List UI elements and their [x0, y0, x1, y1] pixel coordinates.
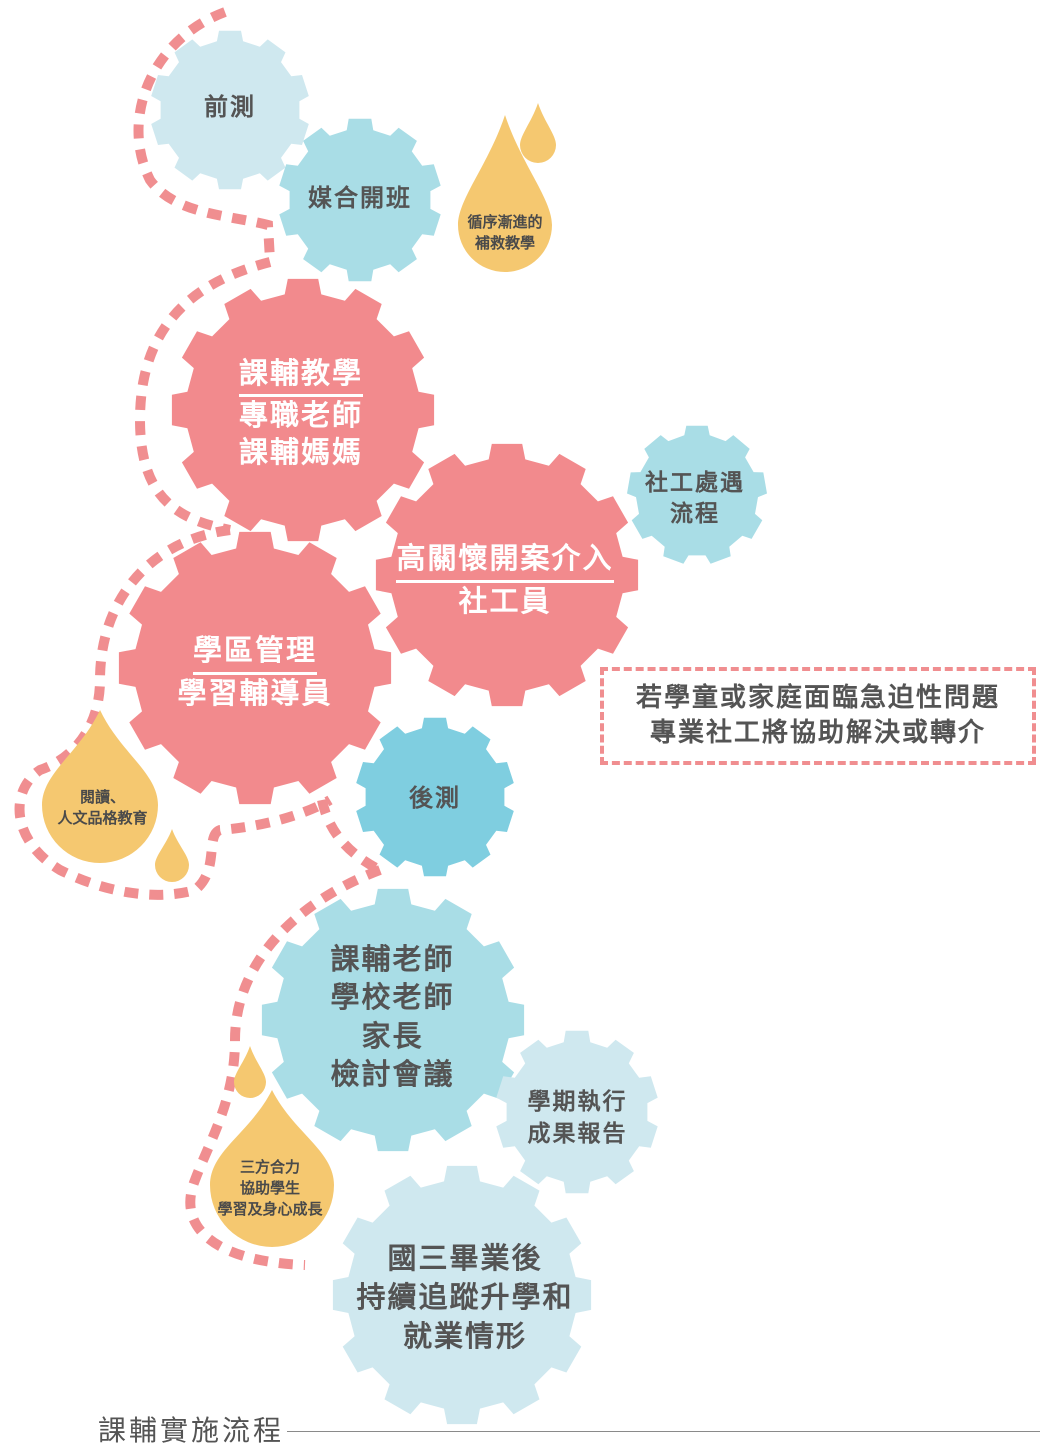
drop-reading-line-1: 閱讀、	[79, 788, 125, 806]
urgent-issue-note: 若學童或家庭面臨急迫性問題 專業社工將協助解決或轉介	[600, 667, 1036, 765]
gear-shape-pretest	[151, 30, 309, 190]
dashed-path-5	[185, 865, 382, 1270]
gear-social-worker: 高關懷開案介入 社工員	[380, 540, 630, 620]
gear-pretest-text: 前測	[204, 93, 256, 121]
gear-report-line-2: 成果報告	[527, 1121, 628, 1148]
gear-shape-report	[496, 1030, 658, 1194]
figure-caption: 課輔實施流程	[98, 1414, 285, 1447]
note-line-2: 專業社工將協助解決或轉介	[649, 718, 986, 748]
gear-teaching-line-2: 專職老師	[238, 398, 363, 433]
gear-meeting: 課輔老師 學校老師 家長 檢討會議	[290, 940, 495, 1093]
gear-meeting-line-4: 檢討會議	[330, 1056, 455, 1091]
droplet-reading-big	[42, 710, 158, 863]
gear-social-title: 高關懷開案介入	[396, 540, 614, 583]
dashed-path-3	[14, 525, 333, 900]
droplet-coop-small	[234, 1046, 266, 1098]
drop-reading-line-2: 人文品格教育	[57, 809, 148, 827]
gear-matching-text: 媒合開班	[308, 184, 412, 212]
dashed-connector-paths	[14, 7, 383, 1270]
gear-teaching-title: 課輔教學	[238, 355, 363, 398]
drop-cooperation: 三方合力 協助學生 學習及身心成長	[205, 1157, 335, 1220]
gear-shape-graduate	[332, 1165, 592, 1425]
caption-rule	[287, 1431, 1040, 1432]
gear-report-line-1: 學期執行	[527, 1089, 628, 1115]
gear-graduate: 國三畢業後 持續追蹤升學和 就業情形	[340, 1239, 590, 1356]
gear-shape-posttest	[356, 717, 514, 877]
gear-report: 學期執行 成果報告	[505, 1086, 650, 1150]
gear-pretest: 前測	[160, 92, 300, 123]
droplet-shapes	[42, 103, 556, 1247]
drop-cooperation-line-2: 協助學生	[239, 1179, 300, 1197]
droplet-reading-small	[155, 829, 189, 882]
gear-district-line-2: 學習輔導員	[177, 675, 333, 710]
drop-remedial-line-2: 補救教學	[474, 234, 535, 252]
note-line-1: 若學童或家庭面臨急迫性問題	[635, 682, 1000, 713]
gear-meeting-line-1: 課輔老師	[330, 942, 455, 976]
gear-graduate-line-2: 持續追蹤升學和	[356, 1280, 574, 1315]
gear-meeting-line-3: 家長	[361, 1018, 424, 1053]
drop-cooperation-line-3: 學習及身心成長	[217, 1200, 323, 1218]
gear-shape-matching	[279, 118, 441, 282]
gear-teaching: 課輔教學 專職老師 課輔媽媽	[196, 355, 406, 471]
gear-shape-meeting	[261, 888, 525, 1152]
gear-shape-social	[375, 443, 639, 707]
gear-matching: 媒合開班	[285, 183, 435, 214]
dashed-path-1	[133, 7, 275, 261]
drop-cooperation-line-1: 三方合力	[239, 1158, 300, 1176]
gear-graduate-line-1: 國三畢業後	[387, 1241, 543, 1275]
gear-posttest-text: 後測	[409, 784, 461, 812]
gear-district-title: 學區管理	[192, 632, 317, 675]
droplet-remedial-small	[520, 103, 556, 163]
gear-shape-teaching	[171, 278, 435, 542]
gear-sw-process-line-2: 流程	[670, 501, 720, 528]
gear-posttest: 後測	[365, 783, 505, 814]
gear-social-line-2: 社工員	[458, 583, 552, 618]
droplet-remedial-big	[458, 115, 552, 272]
gear-sw-process: 社工處遇 流程	[630, 468, 760, 530]
dashed-path-4	[317, 798, 383, 875]
drop-remedial-line-1: 循序漸進的	[467, 213, 543, 231]
gear-shape-sw_process	[627, 425, 767, 564]
dashed-path-2	[134, 257, 272, 535]
drop-reading: 閱讀、 人文品格教育	[40, 787, 165, 829]
gear-teaching-line-3: 課輔媽媽	[238, 435, 363, 470]
droplet-coop-big	[210, 1090, 334, 1247]
gear-shapes	[118, 30, 767, 1425]
drop-remedial: 循序漸進的 補救教學	[450, 212, 560, 254]
gear-shape-district	[118, 531, 392, 805]
gear-graduate-line-3: 就業情形	[402, 1319, 527, 1354]
gear-meeting-line-2: 學校老師	[330, 980, 455, 1015]
gear-district: 學區管理 學習輔導員	[150, 632, 360, 712]
gear-sw-process-line-1: 社工處遇	[645, 470, 745, 496]
